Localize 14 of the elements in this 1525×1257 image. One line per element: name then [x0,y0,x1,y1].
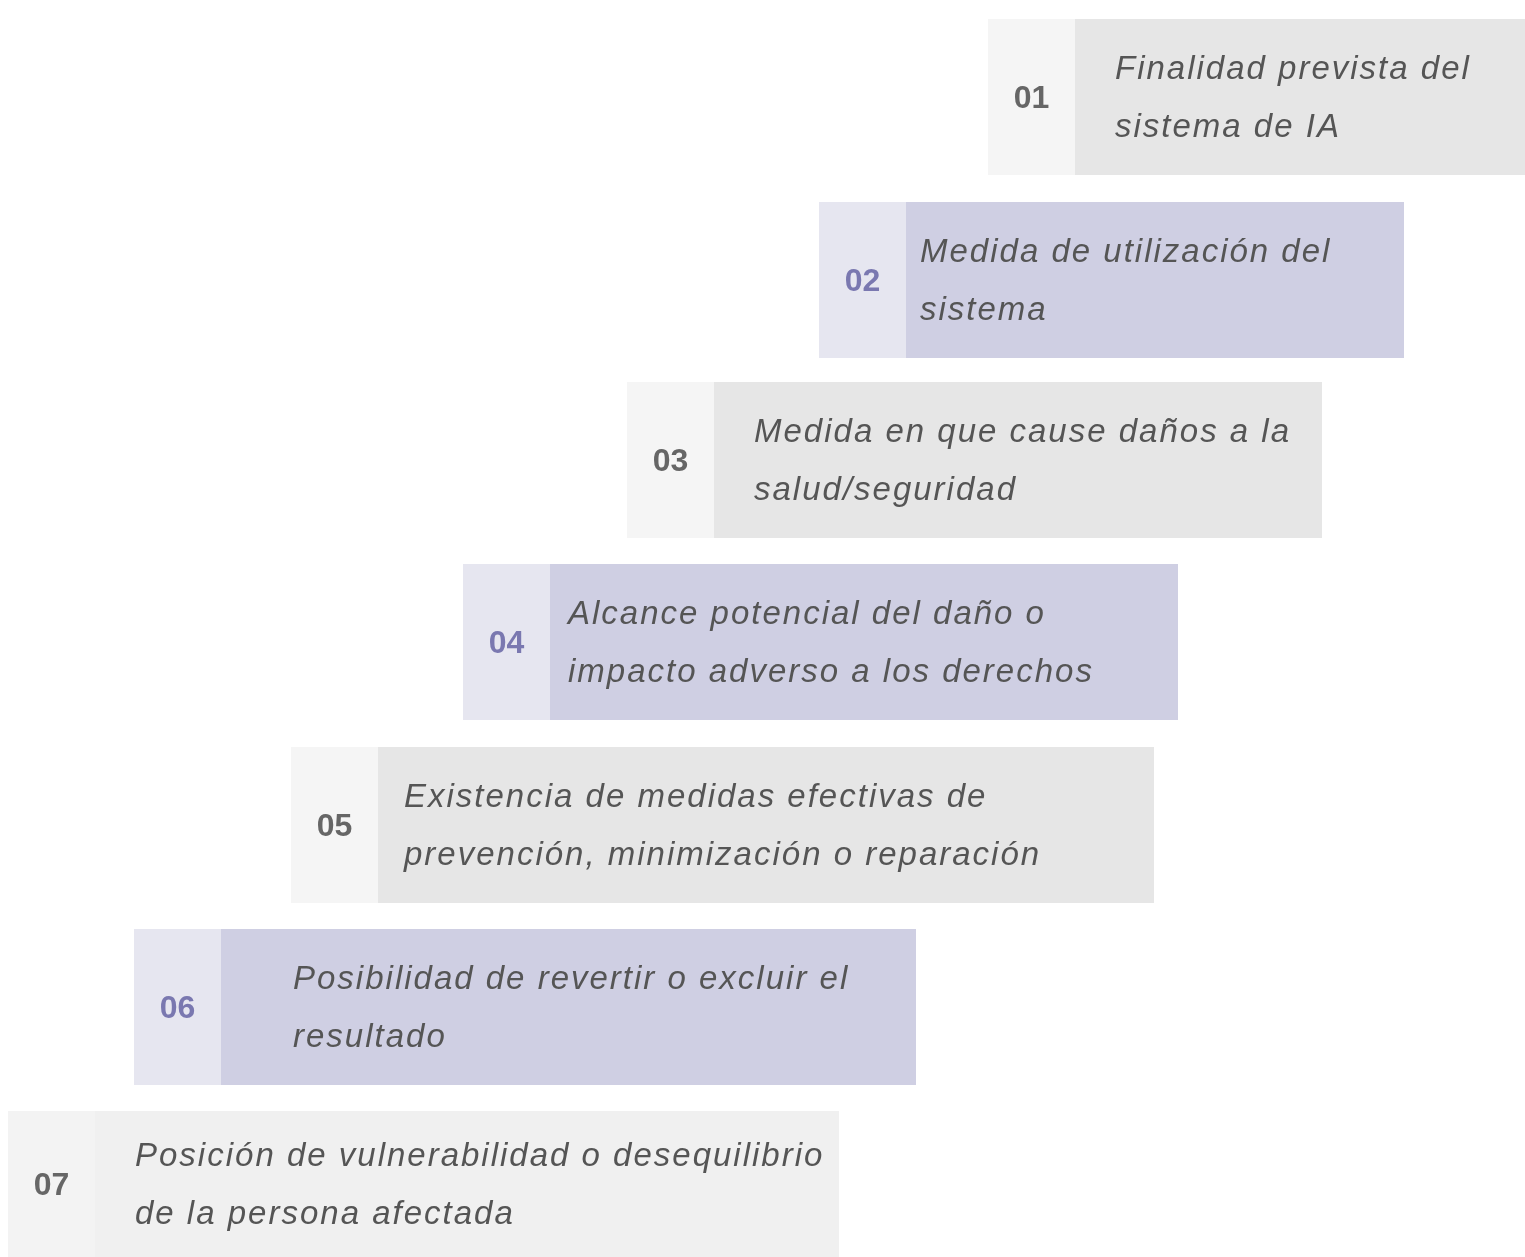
step-number: 05 [291,747,378,903]
step-number: 03 [627,382,714,538]
step-description: Posibilidad de revertir o excluir el resultado [221,929,916,1085]
step-number: 04 [463,564,550,720]
step-description: Medida de utilización del sistema [906,202,1404,358]
step-description: Existencia de medidas efectivas de prevención, minimización o reparación [378,747,1154,903]
step-description: Medida en que cause daños a la salud/seguridad [714,382,1322,538]
step-description: Alcance potencial del daño o impacto adverso a los derechos [550,564,1178,720]
step-number: 06 [134,929,221,1085]
step-number: 02 [819,202,906,358]
step-number: 01 [988,19,1075,175]
step-description: Posición de vulnerabilidad o desequilibrio de la persona afectada [95,1111,839,1257]
step-number: 07 [8,1111,95,1257]
step-description: Finalidad prevista del sistema de IA [1075,19,1525,175]
